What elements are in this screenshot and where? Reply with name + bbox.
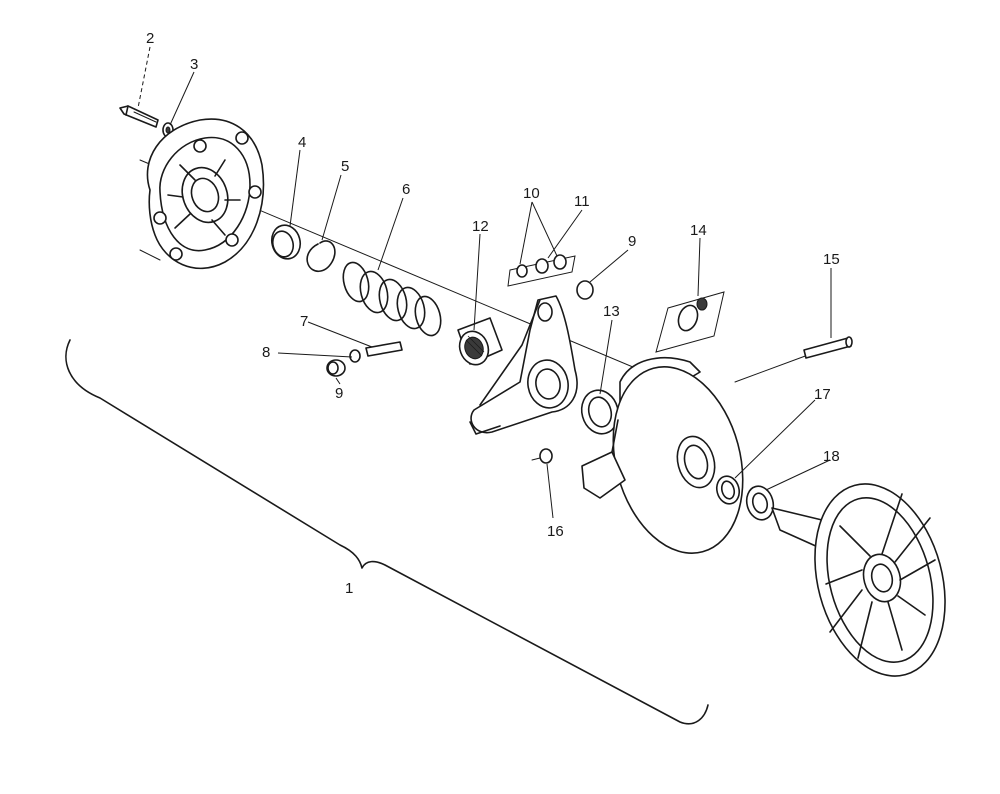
callout-14: 14: [690, 222, 707, 239]
moveable-sheave: [581, 356, 744, 554]
callout-17: 17: [814, 386, 831, 403]
part-7-pin: [365, 341, 403, 357]
callout-13: 13: [603, 303, 620, 320]
callout-11: 11: [574, 193, 590, 210]
callout-7: 7: [300, 313, 308, 330]
callout-5: 5: [341, 158, 349, 175]
leader-lines: [137, 46, 832, 519]
callout-10: 10: [523, 185, 540, 202]
callout-6: 6: [402, 181, 410, 198]
callout-18: 18: [823, 448, 840, 465]
callout-3: 3: [190, 56, 198, 73]
part-17-bushing: [715, 475, 741, 505]
part-6-spring: [342, 261, 442, 337]
part-10-11-hardware: [507, 254, 576, 287]
part-18-washer: [745, 485, 775, 521]
assembly-axis-right: [734, 354, 809, 383]
callout-9-lower: 9: [335, 385, 343, 402]
callout-4: 4: [298, 134, 306, 151]
part-5-snap-ring: [306, 240, 336, 273]
fixed-sheave: [771, 483, 946, 677]
assembly-brace: [65, 339, 709, 725]
callout-16: 16: [547, 523, 564, 540]
callout-15: 15: [823, 251, 840, 268]
part-12-sleeve: [457, 317, 503, 366]
part-2-bolt: [119, 105, 159, 128]
part-16-nut: [531, 448, 553, 464]
part-4-bushing: [270, 224, 302, 260]
part-9-roller-lower: [326, 359, 346, 377]
part-8-clip: [349, 349, 361, 363]
callout-12: 12: [472, 218, 489, 235]
callout-1: 1: [345, 580, 353, 597]
callout-9-upper: 9: [628, 233, 636, 250]
clutch-cover: [139, 118, 265, 270]
callout-2: 2: [146, 30, 154, 47]
part-9-roller-upper: [576, 280, 594, 300]
part-14-plate: [655, 291, 725, 353]
callout-8: 8: [262, 344, 270, 361]
spider-arm: [469, 295, 578, 435]
part-15-bolt: [803, 336, 853, 359]
